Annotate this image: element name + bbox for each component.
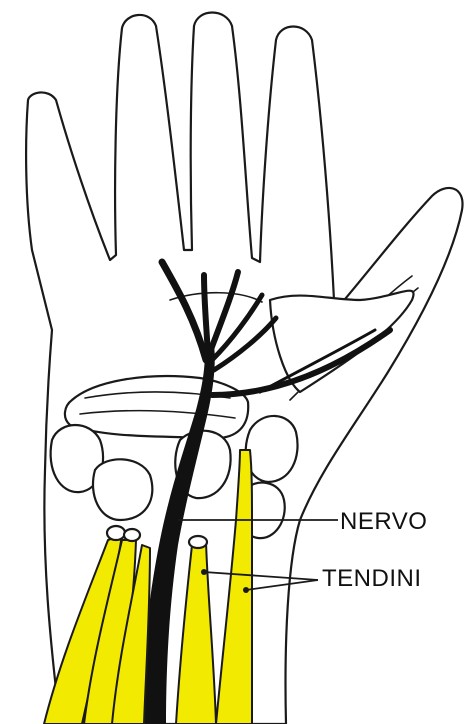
tendon-cap-1	[107, 526, 125, 540]
tendon-leader-dot-1	[201, 569, 207, 575]
carpal-bone-2	[93, 459, 152, 520]
tendons-label: TENDINI	[322, 565, 422, 592]
tendon-leader-dot-2	[243, 587, 249, 593]
tendon-cap-2	[124, 529, 140, 541]
carpal-bone-3	[246, 416, 298, 482]
tendon-cap-3	[189, 536, 207, 548]
nerve-label: NERVO	[340, 508, 427, 535]
